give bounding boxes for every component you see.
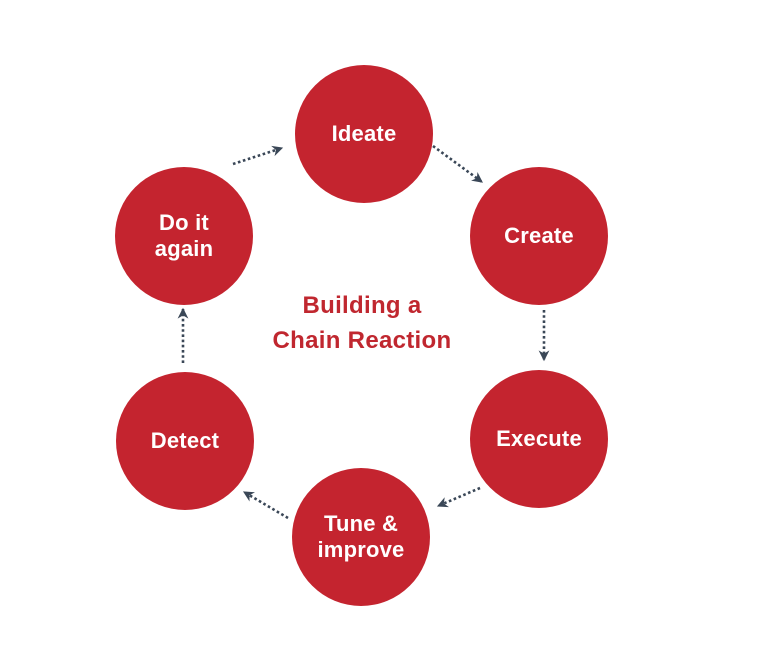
node-do-it-again: Do it again xyxy=(115,167,253,305)
node-ideate: Ideate xyxy=(295,65,433,203)
node-detect: Detect xyxy=(116,372,254,510)
node-create: Create xyxy=(470,167,608,305)
arrow-do-it-again-to-ideate xyxy=(232,145,284,166)
node-create-label: Create xyxy=(504,223,574,248)
node-detect-label: Detect xyxy=(150,428,220,453)
arrow-tune-to-detect xyxy=(242,490,289,520)
node-do-it-again-label-line1: Do it xyxy=(159,210,209,235)
node-execute-label: Execute xyxy=(496,426,582,451)
diagram-title-line1: Building a xyxy=(302,292,422,319)
arrow-execute-to-tune xyxy=(436,486,481,508)
node-ideate-label: Ideate xyxy=(331,121,397,146)
node-tune-improve-label-line2: improve xyxy=(317,537,405,562)
node-do-it-again-label-line2: again xyxy=(154,236,214,261)
node-tune-improve: Tune & improve xyxy=(292,468,430,606)
node-tune-improve-label-line1: Tune & xyxy=(323,511,399,536)
arrow-ideate-to-create xyxy=(432,144,483,184)
diagram-title-line2: Chain Reaction xyxy=(272,327,452,354)
node-execute: Execute xyxy=(470,370,608,508)
diagram-title: Building a Chain Reaction xyxy=(212,288,512,358)
